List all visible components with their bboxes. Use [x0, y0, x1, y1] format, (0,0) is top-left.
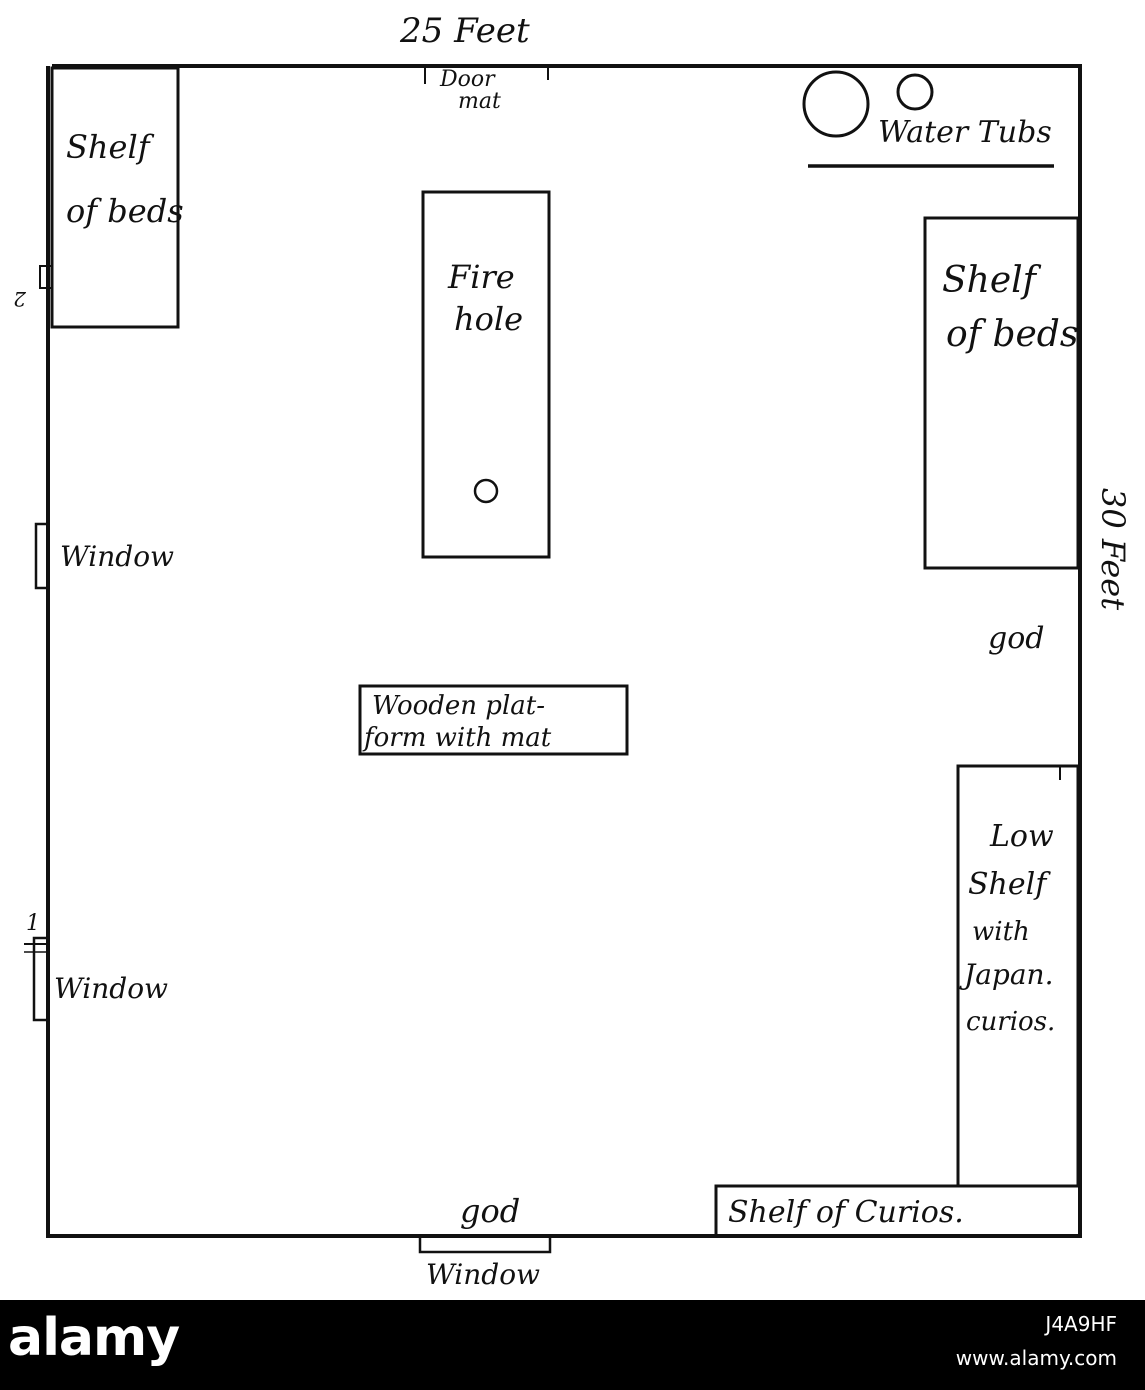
- floor-plan-svg: 25 Feet 30 Feet Door mat Water Tubs Shel…: [13, 11, 1132, 1291]
- marker-upper-label: 2: [13, 287, 27, 311]
- window-bottom-frame: [418, 1234, 552, 1254]
- shelf-left-label-2: of beds: [66, 192, 184, 230]
- width-label: 25 Feet: [399, 11, 530, 51]
- image-id: J4A9HF: [1045, 1312, 1117, 1336]
- low-shelf-label-2: Shelf: [968, 867, 1051, 902]
- fire-hole: [421, 190, 551, 559]
- outer-wall: [46, 64, 1082, 1238]
- low-shelf-label-3: with: [972, 917, 1030, 947]
- platform-label-1: Wooden plat-: [372, 691, 545, 721]
- low-shelf-japan-curios: [956, 764, 1080, 1188]
- water-tub-small: [896, 73, 934, 111]
- god-right-label: god: [988, 621, 1044, 656]
- fire-hole-label-2: hole: [454, 300, 523, 338]
- door-mat-label: mat: [458, 89, 501, 114]
- low-shelf-label-5: curios.: [966, 1007, 1055, 1037]
- fire-hole-label-1: Fire: [447, 258, 515, 296]
- marker-lower-label: 1: [26, 911, 40, 936]
- water-tub-large: [802, 70, 870, 138]
- window-bottom-label: Window: [426, 1258, 540, 1291]
- shelf-of-beds-right: [923, 216, 1080, 570]
- shelf-left-label-1: Shelf: [66, 128, 155, 166]
- shelf-of-beds-left: [50, 66, 180, 329]
- shelf-of-curios-label: Shelf of Curios.: [728, 1195, 964, 1230]
- platform-label-2: form with mat: [362, 723, 552, 753]
- window-left-lower-frame: [32, 936, 50, 1022]
- low-shelf-label-4: Japan.: [959, 958, 1053, 991]
- shelf-right-label-2: of beds: [946, 314, 1078, 355]
- depth-label: 30 Feet: [1094, 488, 1132, 610]
- floor-plan-drawing: 25 Feet 30 Feet Door mat Water Tubs Shel…: [13, 11, 1132, 1291]
- door-label: Door: [439, 67, 496, 92]
- fire-hole-post: [473, 478, 499, 504]
- god-bottom-label: god: [460, 1192, 520, 1230]
- marker-upper-frame: [39, 265, 53, 289]
- wooden-platform: [358, 684, 629, 756]
- watermark-bar: alamy J4A9HF www.alamy.com: [0, 1300, 1145, 1390]
- window-left-upper-label: Window: [60, 540, 174, 573]
- window-left-upper-frame: [34, 522, 50, 590]
- window-left-lower-label: Window: [54, 972, 168, 1005]
- shelf-right-label-1: Shelf: [942, 260, 1042, 301]
- water-tubs-label: Water Tubs: [878, 115, 1052, 150]
- alamy-logo: alamy: [8, 1308, 180, 1368]
- low-shelf-label-1: Low: [989, 819, 1054, 854]
- shelf-of-curios: [714, 1184, 958, 1236]
- site-url: www.alamy.com: [955, 1346, 1117, 1370]
